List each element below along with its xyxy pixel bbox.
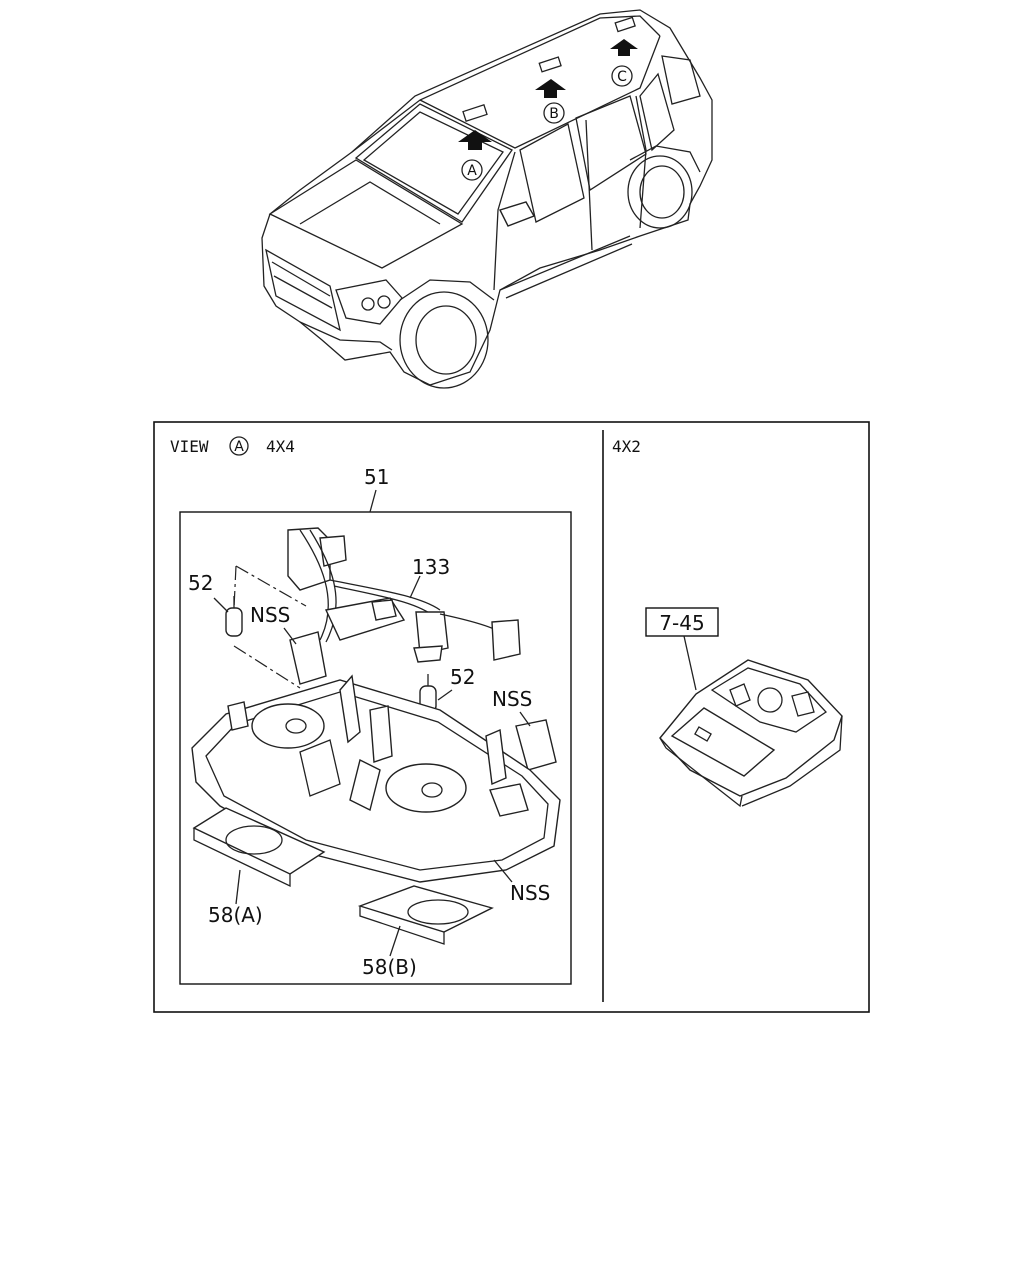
- view-title-suffix: 4X4: [266, 437, 295, 456]
- svg-text:A: A: [467, 163, 477, 179]
- lens-b: 58(B): [357, 885, 494, 979]
- assembly-box: [179, 511, 572, 985]
- nss-connector: NSS: [492, 687, 557, 771]
- marker-a: A: [461, 159, 483, 181]
- callout-58b: 58(B): [362, 955, 417, 979]
- callout-nss-socket: NSS: [250, 603, 290, 627]
- callout-52-center: 52: [450, 665, 475, 689]
- marker-b: B: [543, 102, 565, 124]
- lens-a: 58(A): [192, 807, 326, 927]
- panel-4x2-title: 4X2: [612, 437, 641, 456]
- callout-nss-connector: NSS: [492, 687, 532, 711]
- svg-text:B: B: [549, 106, 559, 122]
- view-title-prefix: VIEW: [170, 437, 209, 456]
- marker-c: C: [611, 65, 633, 87]
- view-title: VIEW A 4X4: [170, 436, 295, 456]
- detail-frame: [153, 421, 870, 1013]
- callout-133: 133: [412, 555, 450, 579]
- overhead-lamp-4x2: [659, 659, 843, 808]
- lamp-housing: NSS: [191, 674, 561, 905]
- callout-nss-housing: NSS: [510, 881, 550, 905]
- wire-harness: 133: [287, 527, 521, 663]
- svg-text:7-45: 7-45: [659, 611, 704, 635]
- reference-box: 7-45: [645, 607, 719, 691]
- view-title-marker: A: [234, 439, 244, 455]
- nss-socket: NSS: [250, 603, 327, 685]
- vehicle-illustration: A B C: [261, 9, 713, 389]
- callout-52-left: 52: [188, 571, 213, 595]
- callout-58a: 58(A): [208, 903, 263, 927]
- callout-51: 51: [364, 465, 389, 489]
- svg-text:C: C: [617, 69, 627, 85]
